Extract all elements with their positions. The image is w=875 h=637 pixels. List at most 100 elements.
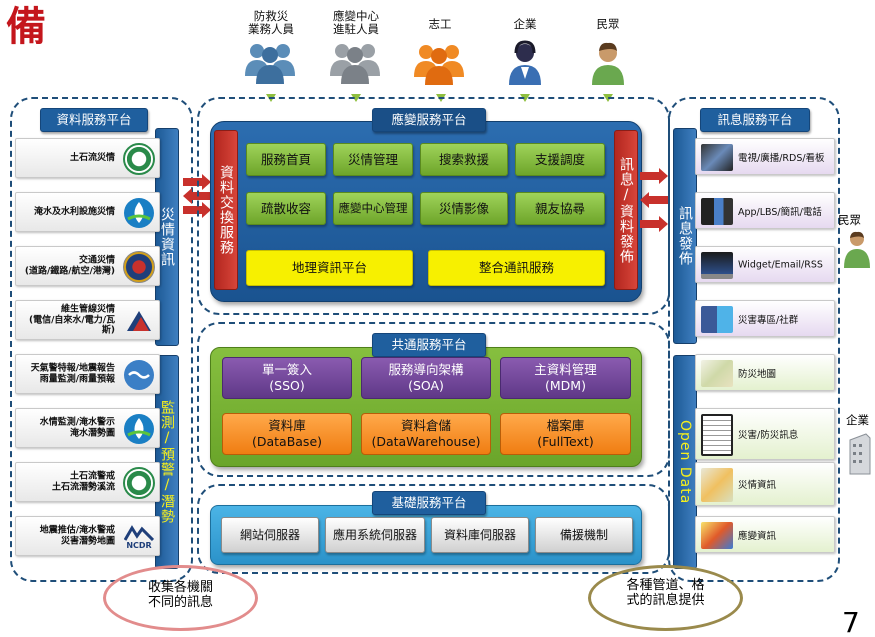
person-label: 應變中心 進駐人員 <box>333 9 379 36</box>
emergency-panel-title: 應變服務平台 <box>372 108 486 132</box>
publish-arrow-left <box>640 192 668 208</box>
enterprise-side-label: 企業 <box>846 413 869 427</box>
ncdr-logo-icon: NCDR <box>123 521 155 553</box>
left-item-label: 土石流災情 <box>69 152 115 163</box>
btn-search-rescue[interactable]: 搜索救援 <box>420 143 508 176</box>
btn-disaster-management[interactable]: 災情管理 <box>333 143 413 176</box>
person-disaster-staff: 防救災 業務人員 <box>236 10 306 84</box>
left-item-label: 土石流警戒 土石流潛勢溪流 <box>51 471 115 493</box>
right-note-text: 各種管道、格 式的訊息提供 <box>626 578 705 608</box>
left-item-label: 交通災情 (道路/鐵路/航空/港灣) <box>24 255 115 277</box>
left-item-label: 水情監測/淹水警示 淹水潛勢圖 <box>39 417 115 439</box>
monitoring-bar-label: 監測/預警/潛勢 <box>159 400 175 524</box>
btn-family-search[interactable]: 親友協尋 <box>515 192 605 225</box>
left-panel-title: 資料服務平台 <box>40 108 148 132</box>
left-item-label: 淹水及水利設施災情 <box>33 206 115 217</box>
right-item-app-sms[interactable]: App/LBS/簡訊/電話 <box>695 192 835 229</box>
btn-mdm[interactable]: 主資料管理 (MDM) <box>500 357 631 399</box>
person-eoc-staff: 應變中心 進駐人員 <box>318 10 394 84</box>
open-data-bar: Open Data <box>673 355 697 569</box>
right-item-social[interactable]: 災害專區/社群 <box>695 300 835 337</box>
left-item-label: 維生管線災情 (電信/自來水/電力/瓦斯) <box>29 304 115 336</box>
person-label: 防救災 業務人員 <box>248 9 294 36</box>
map-thumbnail-icon <box>701 468 733 502</box>
corner-title: 備 <box>6 3 46 50</box>
btn-database[interactable]: 資料庫 (DataBase) <box>222 413 352 455</box>
people-group-icon <box>245 44 295 84</box>
tv-screen-icon <box>701 144 733 171</box>
weather-bureau-icon <box>124 360 154 390</box>
exchange-arrow-right <box>183 174 211 190</box>
right-item-widget-email[interactable]: Widget/Email/RSS <box>695 246 835 283</box>
right-item-label: Widget/Email/RSS <box>738 259 823 270</box>
map-thumbnail-icon <box>701 360 733 387</box>
btn-eoc-management[interactable]: 應變中心管理 <box>333 192 413 225</box>
person-label: 志工 <box>428 17 452 31</box>
btn-fulltext[interactable]: 檔案庫 (FullText) <box>500 413 631 455</box>
headset-operator-icon <box>509 40 541 85</box>
btn-data-warehouse[interactable]: 資料倉儲 (DataWarehouse) <box>361 413 491 455</box>
left-item-water-monitor[interactable]: 水情監測/淹水警示 淹水潛勢圖 <box>15 408 160 448</box>
person-label: 民眾 <box>596 17 620 31</box>
mobile-devices-icon <box>701 198 733 225</box>
monitor-icon <box>701 252 733 279</box>
publish-arrow-right <box>640 168 668 184</box>
right-item-disaster-info[interactable]: 災情資訊 <box>695 462 835 506</box>
left-item-flood-disaster[interactable]: 淹水及水利設施災情 <box>15 192 160 232</box>
left-item-traffic-disaster[interactable]: 交通災情 (道路/鐵路/航空/港灣) <box>15 246 160 286</box>
exchange-arrow-left <box>183 188 211 204</box>
btn-disaster-images[interactable]: 災情影像 <box>420 192 508 225</box>
document-thumbnail-icon <box>701 414 733 456</box>
btn-soa[interactable]: 服務導向架構 (SOA) <box>361 357 491 399</box>
right-item-tv-broadcast[interactable]: 電視/廣播/RDS/看板 <box>695 138 835 175</box>
volunteers-icon <box>414 45 464 85</box>
right-item-label: 電視/廣播/RDS/看板 <box>738 152 825 164</box>
btn-service-home[interactable]: 服務首頁 <box>246 143 326 176</box>
left-item-earthquake-estimate[interactable]: 地震推估/淹水警戒 災害潛勢地圖 NCDR <box>15 516 160 556</box>
right-item-label: 防災地圖 <box>738 368 777 380</box>
map-thumbnail-icon <box>701 522 733 549</box>
right-panel-title: 訊息服務平台 <box>700 108 810 132</box>
left-item-debris-disaster[interactable]: 土石流災情 <box>15 138 160 178</box>
left-item-label: 天氣警特報/地震報告 雨量監測/雨量預報 <box>30 363 115 385</box>
water-drop-icon <box>124 414 154 444</box>
ncdr-label: NCDR <box>126 540 152 550</box>
btn-sso[interactable]: 單一簽入 (SSO) <box>222 357 352 399</box>
agency-seal-icon <box>123 143 155 175</box>
btn-web-server[interactable]: 網站伺服器 <box>221 517 319 553</box>
btn-integrated-comms[interactable]: 整合通訊服務 <box>428 250 605 286</box>
citizen-icon <box>592 42 624 85</box>
left-item-weather-warning[interactable]: 天氣警特報/地震報告 雨量監測/雨量預報 <box>15 354 160 394</box>
right-item-response-info[interactable]: 應變資訊 <box>695 516 835 553</box>
btn-app-server[interactable]: 應用系統伺服器 <box>325 517 425 553</box>
agency-emblem-icon <box>123 251 155 283</box>
agency-seal-icon <box>123 467 155 499</box>
exchange-arrow-right <box>183 202 211 218</box>
btn-backup[interactable]: 備援機制 <box>535 517 633 553</box>
right-item-disaster-message[interactable]: 災害/防災訊息 <box>695 408 835 460</box>
right-item-label: 應變資訊 <box>738 530 777 542</box>
btn-db-server[interactable]: 資料庫伺服器 <box>431 517 529 553</box>
right-item-label: 災害專區/社群 <box>738 314 799 326</box>
open-data-bar-label: Open Data <box>677 419 693 505</box>
right-item-label: 災情資訊 <box>738 480 777 491</box>
right-item-hazard-map[interactable]: 防災地圖 <box>695 354 835 391</box>
left-item-debris-warning[interactable]: 土石流警戒 土石流潛勢溪流 <box>15 462 160 502</box>
btn-support-dispatch[interactable]: 支援調度 <box>515 143 605 176</box>
person-enterprise: 企業 <box>495 18 555 85</box>
btn-evacuation-shelter[interactable]: 疏散收容 <box>246 192 326 225</box>
page-number: 7 <box>842 606 860 637</box>
info-publish-bar-label: 訊息/資料發佈 <box>618 156 634 264</box>
base-panel-title: 基礎服務平台 <box>372 491 486 515</box>
person-citizen: 民眾 <box>578 18 638 85</box>
citizen-icon <box>844 231 870 268</box>
left-item-utility-disaster[interactable]: 維生管線災情 (電信/自來水/電力/瓦斯) <box>15 300 160 340</box>
left-item-label: 地震推估/淹水警戒 災害潛勢地圖 <box>39 525 115 547</box>
person-volunteer: 志工 <box>405 18 475 85</box>
info-publish-side-bar: 訊息發佈 <box>673 128 697 344</box>
publish-arrow-right <box>640 216 668 232</box>
left-note-text: 收集各機關 不同的訊息 <box>147 580 213 610</box>
info-publish-side-bar-label: 訊息發佈 <box>677 206 693 266</box>
btn-gis-platform[interactable]: 地理資訊平台 <box>246 250 413 286</box>
data-exchange-bar: 資料交換服務 <box>214 130 238 290</box>
